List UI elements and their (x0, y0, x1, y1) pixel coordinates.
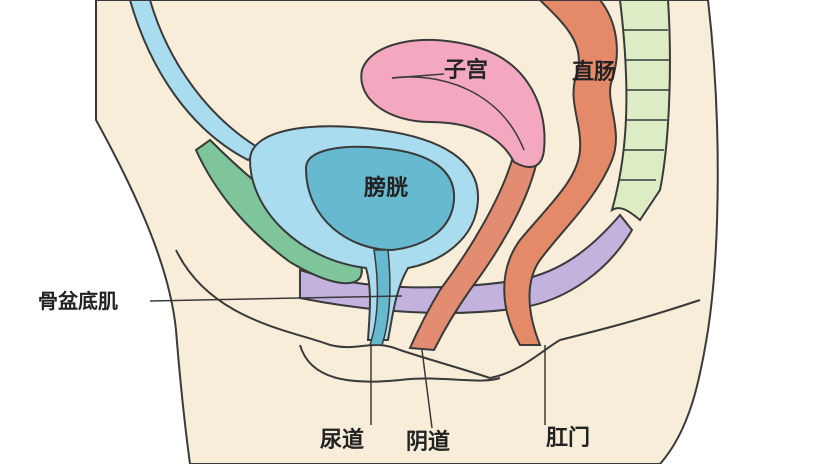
leader-line-vagina (421, 349, 433, 429)
label-pelvic-floor: 骨盆底肌 (38, 289, 118, 313)
perineum-contour (175, 249, 701, 380)
leader-line-pelvic-floor (149, 295, 403, 302)
bladder-inner (304, 145, 456, 252)
label-bladder: 膀胱 (364, 176, 409, 201)
label-urethra: 尿道 (320, 428, 365, 453)
sacrum-spine (610, 0, 671, 222)
uterus (360, 38, 546, 168)
label-rectum: 直肠 (572, 60, 617, 85)
vagina-canal (408, 158, 538, 352)
vertebra-lines (620, 29, 670, 181)
urethra-tube (368, 249, 391, 346)
label-uterus: 子宫 (444, 58, 489, 83)
label-vagina: 阴道 (406, 430, 451, 455)
buttock-fold (299, 344, 501, 383)
label-anus: 肛门 (546, 426, 591, 451)
leader-line-uterus (391, 73, 445, 79)
leader-lines (149, 73, 546, 429)
rectum (503, 0, 618, 346)
